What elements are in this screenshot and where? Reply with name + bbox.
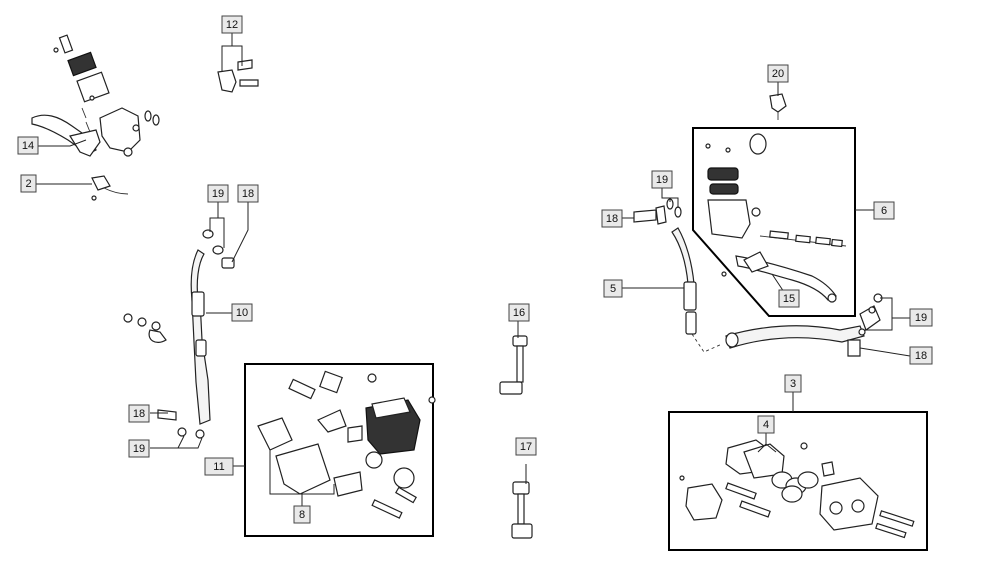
callout-2: 2 — [20, 174, 37, 193]
callout-8: 8 — [293, 505, 311, 524]
callout-3-text: 3 — [790, 378, 796, 390]
mirror-bracket-part — [217, 59, 259, 93]
callout-8-text: 8 — [299, 509, 305, 521]
callout-5-text: 5 — [610, 283, 616, 295]
callout-19-right-top: 19 — [651, 170, 673, 189]
callout-6: 6 — [873, 201, 895, 220]
callout-18-left-bottom-text: 18 — [133, 408, 145, 420]
callout-3: 3 — [784, 374, 802, 393]
callout-10-text: 10 — [236, 307, 248, 319]
callout-12: 12 — [221, 15, 243, 34]
callout-11: 11 — [204, 457, 234, 476]
callout-17: 17 — [515, 437, 537, 456]
callout-4-text: 4 — [763, 419, 769, 431]
callout-19-left-bottom: 19 — [128, 439, 150, 458]
callout-18-right-top-text: 18 — [606, 213, 618, 225]
callout-19-left-top: 19 — [207, 184, 229, 203]
rear-caliper-parts — [679, 439, 915, 539]
callout-20: 20 — [767, 64, 789, 83]
front-caliper-parts — [257, 370, 436, 519]
rear-caliper-kit-frame — [668, 411, 928, 551]
callout-18-left-top-text: 18 — [242, 188, 254, 200]
rear-brake-hose — [633, 198, 883, 357]
callout-12-text: 12 — [226, 19, 238, 31]
callout-16: 16 — [508, 303, 530, 322]
hose-clips — [123, 313, 167, 343]
callout-18-left-bottom: 18 — [128, 404, 150, 423]
banjo-bolt-17 — [511, 481, 533, 539]
callout-19-right-bottom-text: 19 — [915, 312, 927, 324]
callout-19-left-bottom-text: 19 — [133, 443, 145, 455]
callout-15-text: 15 — [783, 293, 795, 305]
banjo-bolt-16 — [499, 335, 528, 395]
callout-18-right-bottom-text: 18 — [915, 350, 927, 362]
callout-16-text: 16 — [513, 307, 525, 319]
callout-5: 5 — [603, 279, 623, 298]
callout-6-text: 6 — [881, 205, 887, 217]
callout-18-left-top: 18 — [237, 184, 259, 203]
callout-20-text: 20 — [772, 68, 784, 80]
callout-19-right-top-text: 19 — [656, 174, 668, 186]
rear-master-cylinder-frame — [692, 127, 856, 317]
callout-17-text: 17 — [520, 441, 532, 453]
front-brake-hose — [157, 229, 235, 439]
front-caliper-kit-frame — [244, 363, 434, 537]
callout-14: 14 — [17, 136, 39, 155]
callout-4: 4 — [757, 415, 775, 434]
callout-11-text: 11 — [213, 461, 224, 473]
callout-18-right-bottom: 18 — [909, 346, 933, 365]
callout-15: 15 — [778, 289, 800, 308]
reservoir-bracket-20 — [769, 93, 787, 120]
brake-switch-part — [91, 175, 129, 201]
callout-2-text: 2 — [25, 178, 31, 190]
callout-19-right-bottom: 19 — [909, 308, 933, 327]
callout-10: 10 — [231, 303, 253, 322]
rear-master-cylinder-parts — [705, 133, 847, 303]
front-master-cylinder-assembly — [31, 34, 160, 157]
callout-18-right-top: 18 — [601, 209, 623, 228]
callout-14-text: 14 — [22, 140, 34, 152]
callout-19-left-top-text: 19 — [212, 188, 224, 200]
